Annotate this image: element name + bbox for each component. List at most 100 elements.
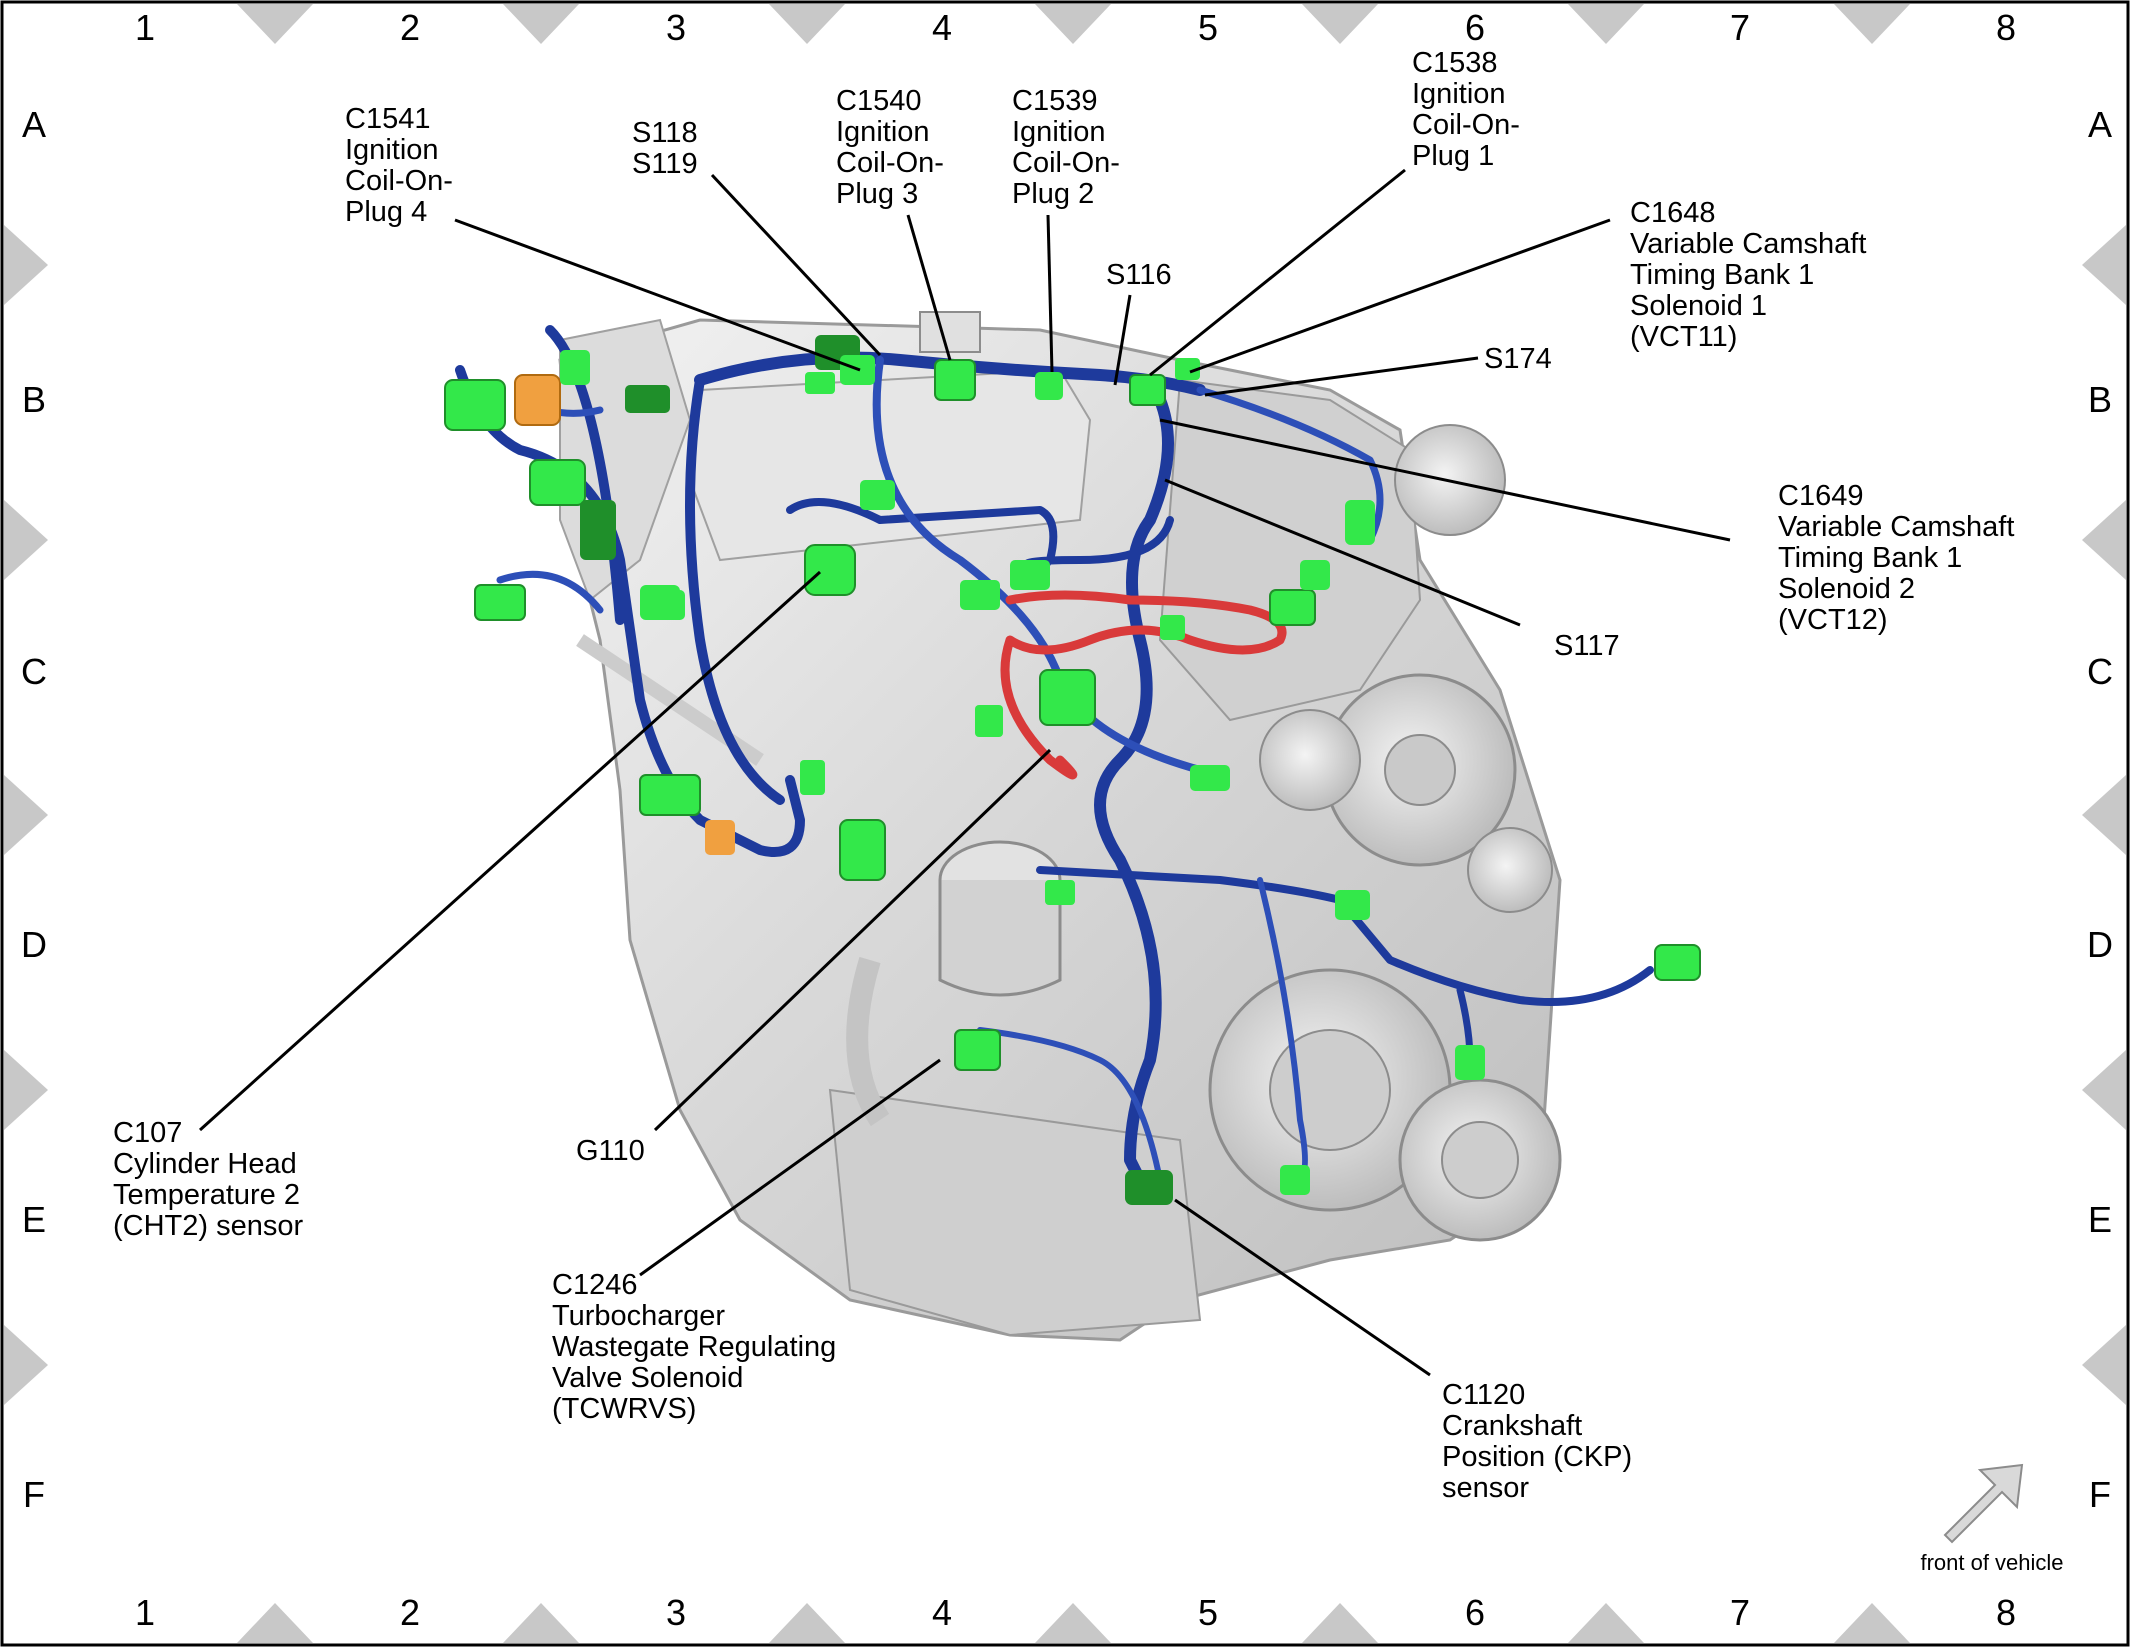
callout-line: Solenoid 1 <box>1630 290 1767 322</box>
connectors <box>444 335 1701 1205</box>
connector <box>639 774 701 816</box>
tensioner-pulley <box>1467 827 1553 913</box>
frame-triangle <box>1302 4 1378 44</box>
leader-s116 <box>1113 294 1132 386</box>
callout-line: Coil-On- <box>1412 109 1520 141</box>
callout-line: Ignition <box>345 134 439 166</box>
harness-cht-branch <box>496 570 604 614</box>
leader-c1120 <box>1174 1198 1431 1377</box>
connector <box>934 359 976 401</box>
connector <box>1269 589 1316 626</box>
grid-row-label-right: E <box>2088 1199 2112 1240</box>
harness-cyl-branch <box>685 375 785 805</box>
callout-line: Turbocharger <box>552 1300 725 1332</box>
connector <box>1345 500 1375 545</box>
frame-triangle <box>1834 1603 1910 1643</box>
idler-pulley <box>1259 709 1361 811</box>
frame-triangle <box>237 1603 313 1643</box>
grid-column-label-top: 3 <box>666 7 686 48</box>
leader-c1541 <box>454 218 861 372</box>
connector <box>580 500 616 560</box>
callout-line: Variable Camshaft <box>1630 228 1866 260</box>
leader-c1648 <box>1189 218 1611 374</box>
connector <box>1010 560 1050 590</box>
frame-triangle <box>1834 4 1910 44</box>
connector <box>1160 615 1185 640</box>
callout-line: Temperature 2 <box>113 1179 300 1211</box>
grid-column-label-bottom: 7 <box>1730 1592 1750 1633</box>
ckp-connector <box>1125 1170 1173 1205</box>
grid-row-label-left: C <box>21 651 47 692</box>
callout-line: Ignition <box>836 116 930 148</box>
callout-s117: S117 <box>1554 630 1620 662</box>
grid-column-label-bottom: 3 <box>666 1592 686 1633</box>
grid-column-label-top: 6 <box>1465 7 1485 48</box>
harness-right-branch <box>1036 866 1654 1006</box>
connector <box>860 480 895 510</box>
frame-triangle <box>4 1050 48 1130</box>
connector <box>645 590 685 620</box>
callout-line: (VCT12) <box>1778 604 1888 636</box>
callout-line: C1648 <box>1630 197 1715 229</box>
connector <box>1039 669 1096 726</box>
splice-connector <box>514 374 561 426</box>
callout-line: G110 <box>576 1135 645 1167</box>
callout-line: Coil-On- <box>345 165 453 197</box>
turbo-pipe <box>846 956 890 1127</box>
harness-tcwrvs-sub <box>977 1027 1163 1183</box>
callout-line: Timing Bank 1 <box>1778 542 1962 574</box>
grid-column-label-top: 5 <box>1198 7 1218 48</box>
connector <box>1455 1045 1485 1080</box>
grid-column-label-top: 4 <box>932 7 952 48</box>
grid-row-label-right: D <box>2087 924 2113 965</box>
arrow-up-right-icon <box>1943 1463 2024 1544</box>
leader-c1246 <box>639 1058 941 1277</box>
callout-s116: S116 <box>1106 259 1172 291</box>
frame-triangle <box>237 4 313 44</box>
callout-line: S117 <box>1554 630 1620 662</box>
frame-triangle <box>2082 1050 2126 1130</box>
grid-row-label-left: D <box>21 924 47 965</box>
callout-line: Plug 3 <box>836 178 918 210</box>
grid-column-label-top: 1 <box>135 7 155 48</box>
callout-line: Variable Camshaft <box>1778 511 2014 543</box>
connector <box>560 350 590 385</box>
connector <box>975 705 1003 737</box>
grid-column-label-bottom: 1 <box>135 1592 155 1633</box>
connector <box>1190 765 1230 791</box>
connector <box>1280 1165 1310 1195</box>
frame-triangle <box>2082 1325 2126 1405</box>
frame-triangle <box>1035 1603 1111 1643</box>
callout-line: Position (CKP) <box>1442 1441 1632 1473</box>
leader-s118 <box>710 173 882 357</box>
callout-line: C1538 <box>1412 47 1497 79</box>
frame-triangle <box>4 225 48 305</box>
leader-c1538 <box>1149 168 1406 377</box>
frame-triangle <box>4 1325 48 1405</box>
harness-main-down <box>1094 394 1174 1186</box>
callout-line: C1246 <box>552 1269 637 1301</box>
callout-line: C1649 <box>1778 480 1863 512</box>
leader-c1540 <box>906 214 952 361</box>
wiring-harness <box>455 325 1654 1186</box>
oil-filter-body <box>938 880 1062 997</box>
connector <box>1035 372 1063 400</box>
frame-triangle <box>2082 225 2126 305</box>
callout-line: Solenoid 2 <box>1778 573 1915 605</box>
ac-hub <box>1441 1121 1519 1199</box>
callout-line: sensor <box>1442 1472 1529 1504</box>
callout-s174: S174 <box>1484 343 1552 375</box>
leader-c1649 <box>1159 418 1731 542</box>
grid-row-label-left: B <box>22 379 46 420</box>
callout-line: Plug 4 <box>345 196 427 228</box>
grid-row-label-right: F <box>2089 1474 2111 1515</box>
